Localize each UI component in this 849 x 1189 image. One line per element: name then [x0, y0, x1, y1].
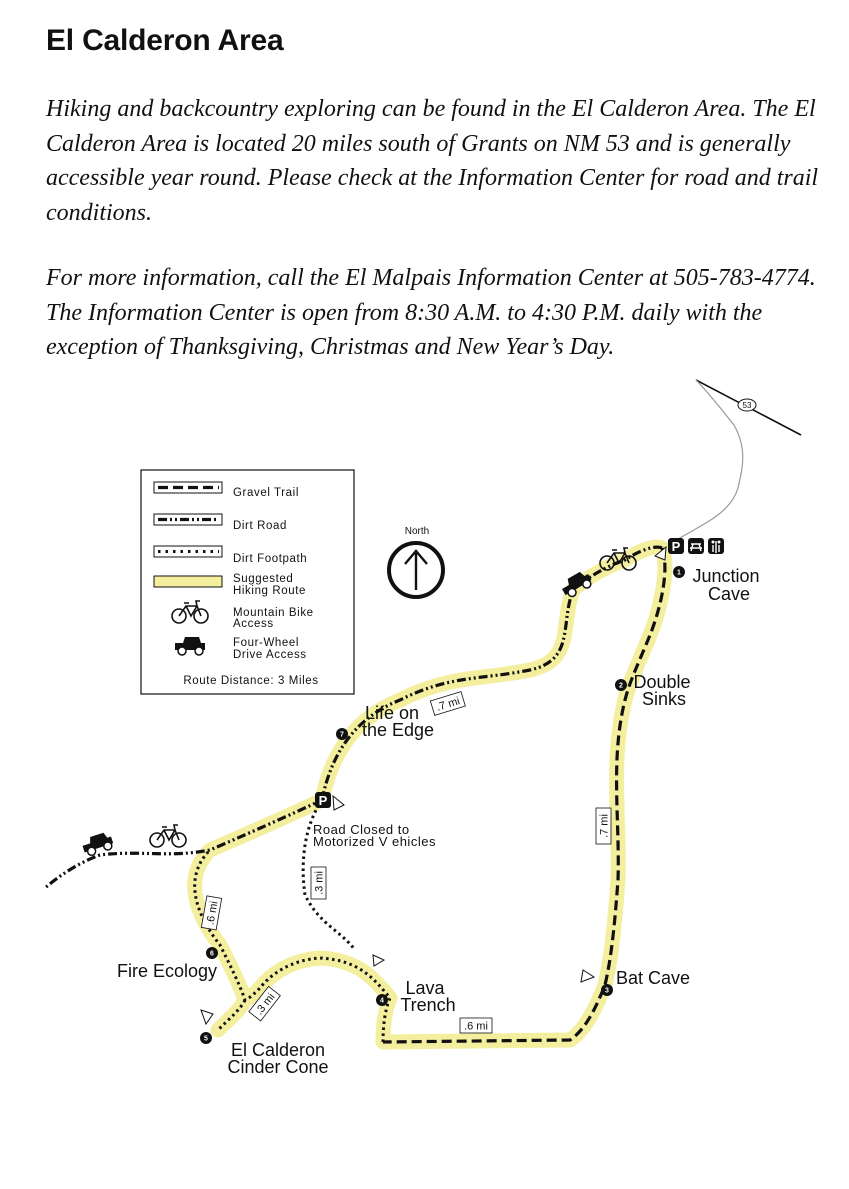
stop-marker-4: 4 Lava Trench: [376, 978, 456, 1015]
distance-label: .7 mi: [595, 807, 612, 845]
stop-label: Fire Ecology: [117, 961, 217, 981]
svg-text:Gravel Trail: Gravel Trail: [233, 487, 299, 499]
stop-label: Cave: [708, 584, 750, 604]
gravel-trail: [382, 547, 667, 1044]
svg-text:Drive Access: Drive Access: [233, 649, 307, 661]
svg-text:1: 1: [677, 570, 681, 577]
stop-label: Life on: [365, 703, 419, 723]
picnic-icon: [688, 538, 704, 554]
contact-paragraph: For more information, call the El Malpai…: [46, 265, 816, 360]
stop-label: El Calderon: [231, 1040, 325, 1060]
svg-text:.6 mi: .6 mi: [464, 1021, 488, 1033]
stop-label: Double: [633, 672, 690, 692]
distance-label: .3 mi: [310, 866, 327, 900]
svg-text:Hiking Route: Hiking Route: [233, 585, 306, 597]
svg-text:.6 mi: .6 mi: [205, 900, 221, 926]
svg-text:P: P: [319, 793, 328, 808]
stop-marker-7: 7 Life on the Edge: [336, 703, 434, 740]
stop-label: Cinder Cone: [227, 1057, 328, 1077]
parking-icon-junction: P: [668, 538, 684, 554]
svg-text:Dirt Footpath: Dirt Footpath: [233, 553, 307, 565]
svg-text:2: 2: [619, 683, 623, 690]
svg-text:4: 4: [380, 998, 384, 1005]
trail-map: 53 P P: [43, 379, 802, 1077]
svg-text:Dirt Road: Dirt Road: [233, 520, 287, 532]
stop-marker-6: 6 Fire Ecology: [117, 947, 218, 981]
intro-paragraph: Hiking and backcountry exploring can be …: [46, 96, 819, 226]
svg-text:3: 3: [605, 988, 609, 995]
svg-text:Four-Wheel: Four-Wheel: [233, 637, 299, 649]
svg-text:North: North: [405, 526, 429, 537]
dirt-footpath: [193, 799, 392, 1043]
stop-label: the Edge: [362, 720, 434, 740]
dirt-road: [43, 545, 663, 890]
legend-4wd: Four-Wheel Drive Access: [174, 636, 307, 661]
svg-text:Mountain Bike: Mountain Bike: [233, 607, 314, 619]
highway-shield-label: 53: [743, 401, 752, 410]
distance-label: .6 mi: [459, 1017, 493, 1034]
legend-dirt-road: Dirt Road: [153, 513, 287, 532]
legend-bike: Mountain Bike Access: [171, 600, 314, 630]
north-arrow-icon: North: [387, 526, 445, 599]
stop-label: Trench: [400, 995, 455, 1015]
road-closed-note: Motorized V ehicles: [313, 834, 436, 849]
highway-53: 53: [667, 379, 802, 546]
svg-text:.3 mi: .3 mi: [314, 871, 326, 895]
svg-text:P: P: [672, 539, 681, 554]
direction-arrows: [200, 545, 667, 1026]
page-title: El Calderon Area: [46, 24, 284, 57]
svg-text:5: 5: [204, 1036, 208, 1043]
distance-label: .6 mi: [200, 895, 223, 931]
svg-text:Access: Access: [233, 618, 274, 630]
stop-marker-2: 2 Double Sinks: [615, 672, 691, 709]
parking-icon-west: P: [315, 792, 331, 808]
svg-text:.7 mi: .7 mi: [599, 814, 611, 838]
legend-suggested-route: Suggested Hiking Route: [153, 573, 306, 597]
bike-icon: [149, 824, 187, 848]
svg-text:7: 7: [340, 732, 344, 739]
legend-dirt-footpath: Dirt Footpath: [153, 545, 307, 565]
stop-label: Sinks: [642, 689, 686, 709]
svg-text:Suggested: Suggested: [233, 573, 293, 585]
legend-route-distance: Route Distance: 3 Miles: [183, 675, 318, 687]
stop-label: Lava: [405, 978, 445, 998]
road-closed-note: Road Closed to: [313, 822, 410, 837]
restroom-icon: [708, 538, 724, 554]
svg-text:6: 6: [210, 951, 214, 958]
stop-label: Bat Cave: [616, 968, 690, 988]
stop-marker-3: 3 Bat Cave: [601, 968, 690, 996]
distance-label: .7 mi: [429, 691, 466, 716]
legend-gravel-trail: Gravel Trail: [153, 481, 299, 499]
map-legend: Gravel Trail Dirt Road Dirt Footpath Sug…: [140, 469, 355, 695]
stop-marker-1: 1 Junction Cave: [673, 566, 760, 604]
stop-marker-5: 5 El Calderon Cinder Cone: [200, 1032, 329, 1077]
stop-label: Junction: [692, 566, 759, 586]
